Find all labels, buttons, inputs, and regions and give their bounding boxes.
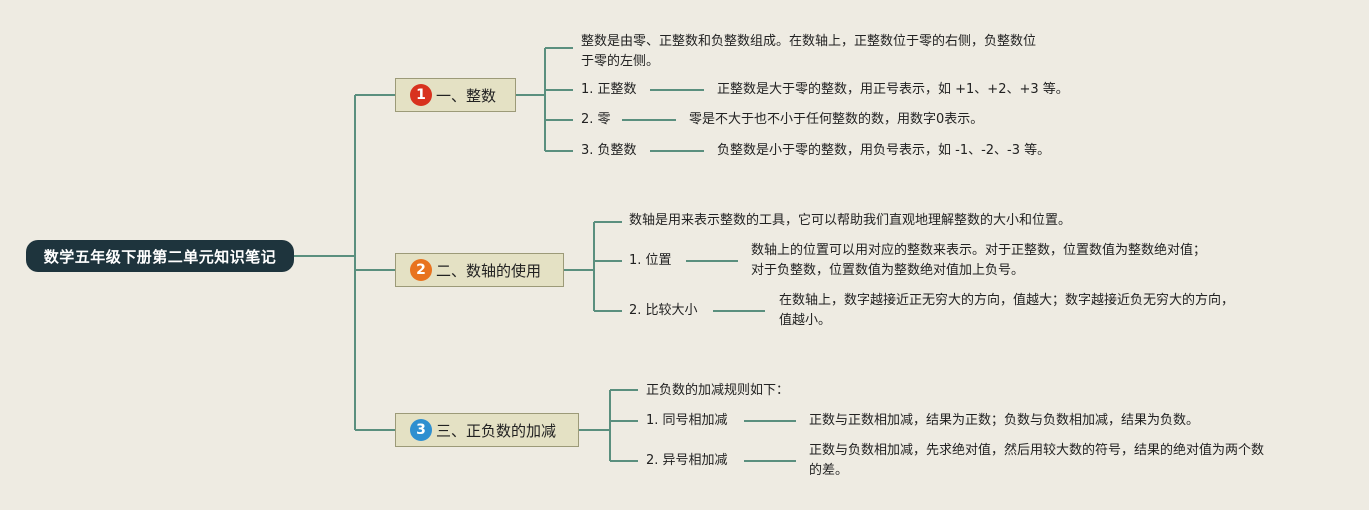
- subtopic-description-line: 对于负整数，位置数值为整数绝对值加上负号。: [751, 263, 1025, 278]
- subtopic-label[interactable]: 1. 正整数: [581, 82, 637, 97]
- subtopic-description-line: 正整数是大于零的整数，用正号表示，如 +1、+2、+3 等。: [717, 82, 1069, 97]
- subtopic-description-line: 数轴上的位置可以用对应的整数来表示。对于正整数，位置数值为整数绝对值；: [751, 243, 1207, 258]
- subtopic-label[interactable]: 2. 零: [581, 112, 611, 127]
- number-badge-icon: 3: [410, 419, 432, 441]
- subtopic-description-line: 在数轴上，数字越接近正无穷大的方向，值越大；数字越接近负无穷大的方向，: [779, 293, 1235, 308]
- intro-text-line: 整数是由零、正整数和负整数组成。在数轴上，正整数位于零的右侧，负整数位: [581, 34, 1037, 49]
- subtopic-description: 正数与正数相加减，结果为正数；负数与负数相加减，结果为负数。: [809, 411, 1199, 431]
- intro-text: 数轴是用来表示整数的工具，它可以帮助我们直观地理解整数的大小和位置。: [629, 211, 1071, 231]
- subtopic-description-line: 的差。: [809, 463, 849, 478]
- branch-label: 二、数轴的使用: [436, 261, 542, 280]
- subtopic-description-line: 零是不大于也不小于任何整数的数，用数字0表示。: [689, 112, 984, 127]
- intro-text-line: 数轴是用来表示整数的工具，它可以帮助我们直观地理解整数的大小和位置。: [629, 213, 1072, 228]
- subtopic-description: 数轴上的位置可以用对应的整数来表示。对于正整数，位置数值为整数绝对值； 对于负整数…: [751, 241, 1206, 281]
- subtopic-label[interactable]: 1. 位置: [629, 253, 672, 268]
- subtopic-description: 负整数是小于零的整数，用负号表示，如 -1、-2、-3 等。: [717, 141, 1050, 161]
- subtopic-description: 正整数是大于零的整数，用正号表示，如 +1、+2、+3 等。: [717, 80, 1069, 100]
- subtopic-description: 零是不大于也不小于任何整数的数，用数字0表示。: [689, 110, 983, 130]
- intro-text-line: 于零的左侧。: [581, 54, 660, 69]
- subtopic-label[interactable]: 3. 负整数: [581, 143, 637, 158]
- number-badge-icon: 1: [410, 84, 432, 106]
- subtopic-description-line: 值越小。: [779, 313, 832, 328]
- subtopic-description: 在数轴上，数字越接近正无穷大的方向，值越大；数字越接近负无穷大的方向， 值越小。: [779, 291, 1234, 331]
- root-topic[interactable]: 数学五年级下册第二单元知识笔记: [26, 240, 294, 272]
- subtopic-description: 正数与负数相加减，先求绝对值，然后用较大数的符号，结果的绝对值为两个数的差。: [809, 441, 1264, 481]
- subtopic-label[interactable]: 2. 比较大小: [629, 303, 698, 318]
- subtopic-label[interactable]: 2. 异号相加减: [646, 453, 728, 468]
- intro-text-line: 正负数的加减规则如下：: [646, 383, 790, 398]
- subtopic-description-line: 正数与负数相加减，先求绝对值，然后用较大数的符号，结果的绝对值为两个数: [809, 443, 1265, 458]
- branch-label: 三、正负数的加减: [436, 421, 557, 440]
- intro-text: 整数是由零、正整数和负整数组成。在数轴上，正整数位于零的右侧，负整数位于零的左侧…: [581, 32, 1036, 72]
- intro-text: 正负数的加减规则如下：: [646, 381, 789, 401]
- subtopic-description-line: 负整数是小于零的整数，用负号表示，如 -1、-2、-3 等。: [717, 143, 1051, 158]
- subtopic-description-line: 正数与正数相加减，结果为正数；负数与负数相加减，结果为负数。: [809, 413, 1200, 428]
- branch-label: 一、整数: [436, 86, 497, 105]
- number-badge-icon: 2: [410, 259, 432, 281]
- subtopic-label[interactable]: 1. 同号相加减: [646, 413, 728, 428]
